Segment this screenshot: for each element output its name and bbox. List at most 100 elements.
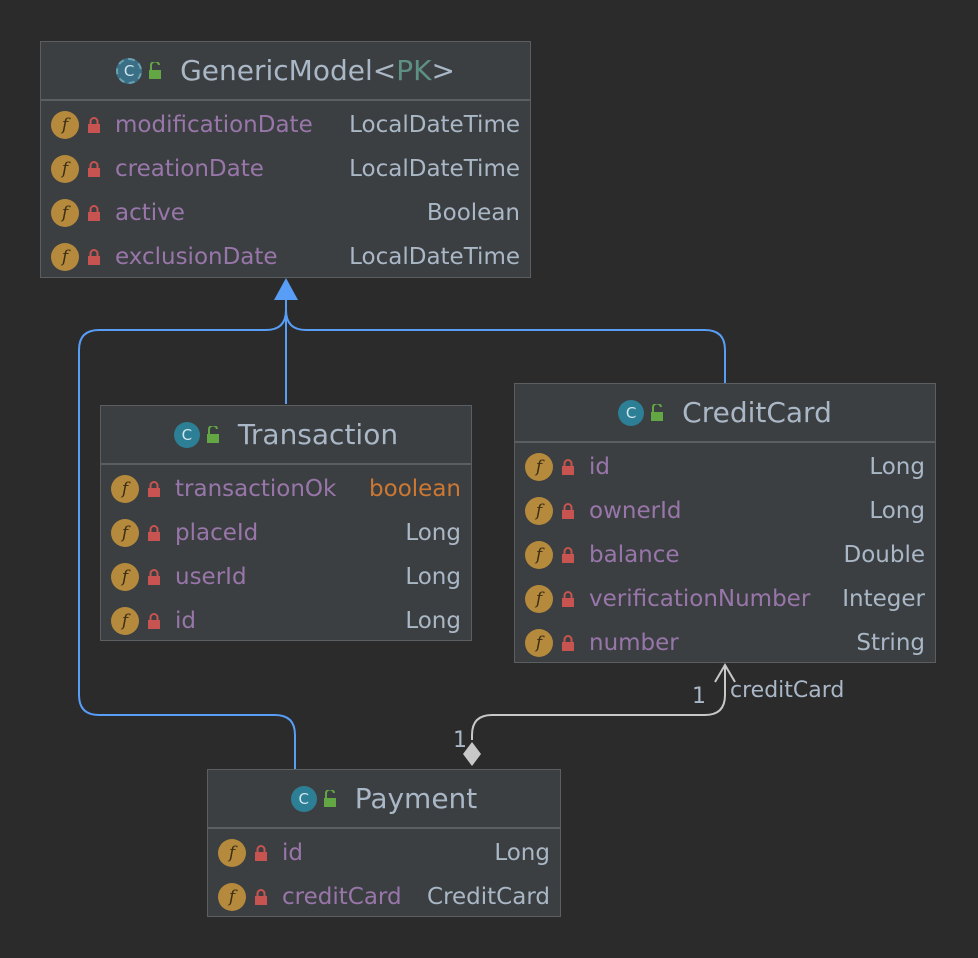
field-type: Long xyxy=(405,564,461,590)
type-param-open: < xyxy=(372,54,397,87)
type-param: PK xyxy=(396,54,432,87)
field-icon: f xyxy=(525,541,553,569)
type-param-close: > xyxy=(431,54,455,87)
field-name: verificationNumber xyxy=(589,586,811,612)
field-name: placeId xyxy=(175,520,259,546)
unlocked-icon xyxy=(323,782,339,815)
field-name: creationDate xyxy=(115,156,264,182)
class-name: Transaction xyxy=(237,418,399,451)
field-type: boolean xyxy=(369,476,461,502)
association-open-arrow xyxy=(714,663,736,683)
private-lock-icon xyxy=(147,613,167,629)
class-icon: C xyxy=(618,399,645,426)
field-name: ownerId xyxy=(589,498,682,524)
private-lock-icon xyxy=(561,635,581,651)
field-type: Long xyxy=(405,608,461,634)
field-name: number xyxy=(589,630,679,656)
field-type: Long xyxy=(869,498,925,524)
field-type: LocalDateTime xyxy=(349,244,520,270)
target-multiplicity: 1 xyxy=(692,684,706,709)
inheritance-arrowhead xyxy=(274,278,298,300)
field-row[interactable]: f balance Double xyxy=(515,533,935,577)
unlocked-icon xyxy=(206,418,222,451)
private-lock-icon xyxy=(87,205,107,221)
field-type: Boolean xyxy=(426,200,520,226)
unlocked-icon xyxy=(650,396,666,429)
class-transaction[interactable]: C Transaction f transactionOk boolean f plac… xyxy=(100,405,472,641)
field-icon: f xyxy=(51,243,79,271)
field-row[interactable]: f exclusionDate LocalDateTime xyxy=(41,235,530,279)
class-header: C GenericModel<PK> xyxy=(41,42,530,101)
class-header: C Payment xyxy=(208,770,560,829)
field-icon: f xyxy=(111,519,139,547)
private-lock-icon xyxy=(561,591,581,607)
abstract-class-icon: C xyxy=(116,57,143,84)
field-name: id xyxy=(589,454,610,480)
field-name: exclusionDate xyxy=(115,244,278,270)
field-icon: f xyxy=(525,497,553,525)
field-type: Long xyxy=(494,840,550,866)
class-header: C CreditCard xyxy=(515,384,935,443)
field-icon: f xyxy=(525,453,553,481)
field-row[interactable]: f userId Long xyxy=(101,555,471,599)
inheritance-edge-creditcard xyxy=(285,300,726,383)
field-row[interactable]: f ownerId Long xyxy=(515,489,935,533)
class-name: CreditCard xyxy=(682,396,832,429)
composition-diamond xyxy=(463,742,481,766)
field-icon: f xyxy=(51,111,79,139)
field-row[interactable]: f creationDate LocalDateTime xyxy=(41,147,530,191)
source-multiplicity: 1 xyxy=(453,728,467,753)
field-icon: f xyxy=(111,607,139,635)
field-row[interactable]: f transactionOk boolean xyxy=(101,467,471,511)
association-edge xyxy=(471,665,726,740)
field-type: LocalDateTime xyxy=(349,156,520,182)
field-icon: f xyxy=(111,563,139,591)
private-lock-icon xyxy=(147,481,167,497)
field-icon: f xyxy=(51,155,79,183)
private-lock-icon xyxy=(147,525,167,541)
private-lock-icon xyxy=(254,845,274,861)
field-icon: f xyxy=(525,585,553,613)
field-row[interactable]: f id Long xyxy=(515,445,935,489)
field-name: balance xyxy=(589,542,680,568)
private-lock-icon xyxy=(561,459,581,475)
field-icon: f xyxy=(111,475,139,503)
field-type: Integer xyxy=(842,586,925,612)
private-lock-icon xyxy=(87,249,107,265)
field-icon: f xyxy=(525,629,553,657)
field-row[interactable]: f placeId Long xyxy=(101,511,471,555)
private-lock-icon xyxy=(87,161,107,177)
private-lock-icon xyxy=(254,889,274,905)
class-header: C Transaction xyxy=(101,406,471,465)
inheritance-edge-payment xyxy=(78,300,296,769)
field-name: transactionOk xyxy=(175,476,337,502)
field-name: userId xyxy=(175,564,247,590)
private-lock-icon xyxy=(87,117,107,133)
field-type: Long xyxy=(869,454,925,480)
field-icon: f xyxy=(218,883,246,911)
field-name: modificationDate xyxy=(115,112,313,138)
field-type: Long xyxy=(405,520,461,546)
private-lock-icon xyxy=(561,503,581,519)
field-type: CreditCard xyxy=(427,884,550,910)
private-lock-icon xyxy=(147,569,167,585)
field-row[interactable]: f number String xyxy=(515,621,935,665)
field-row[interactable]: f verificationNumber Integer xyxy=(515,577,935,621)
class-icon: C xyxy=(173,421,200,448)
field-name: active xyxy=(115,200,185,226)
field-type: Double xyxy=(843,542,926,568)
field-type: String xyxy=(856,630,925,656)
